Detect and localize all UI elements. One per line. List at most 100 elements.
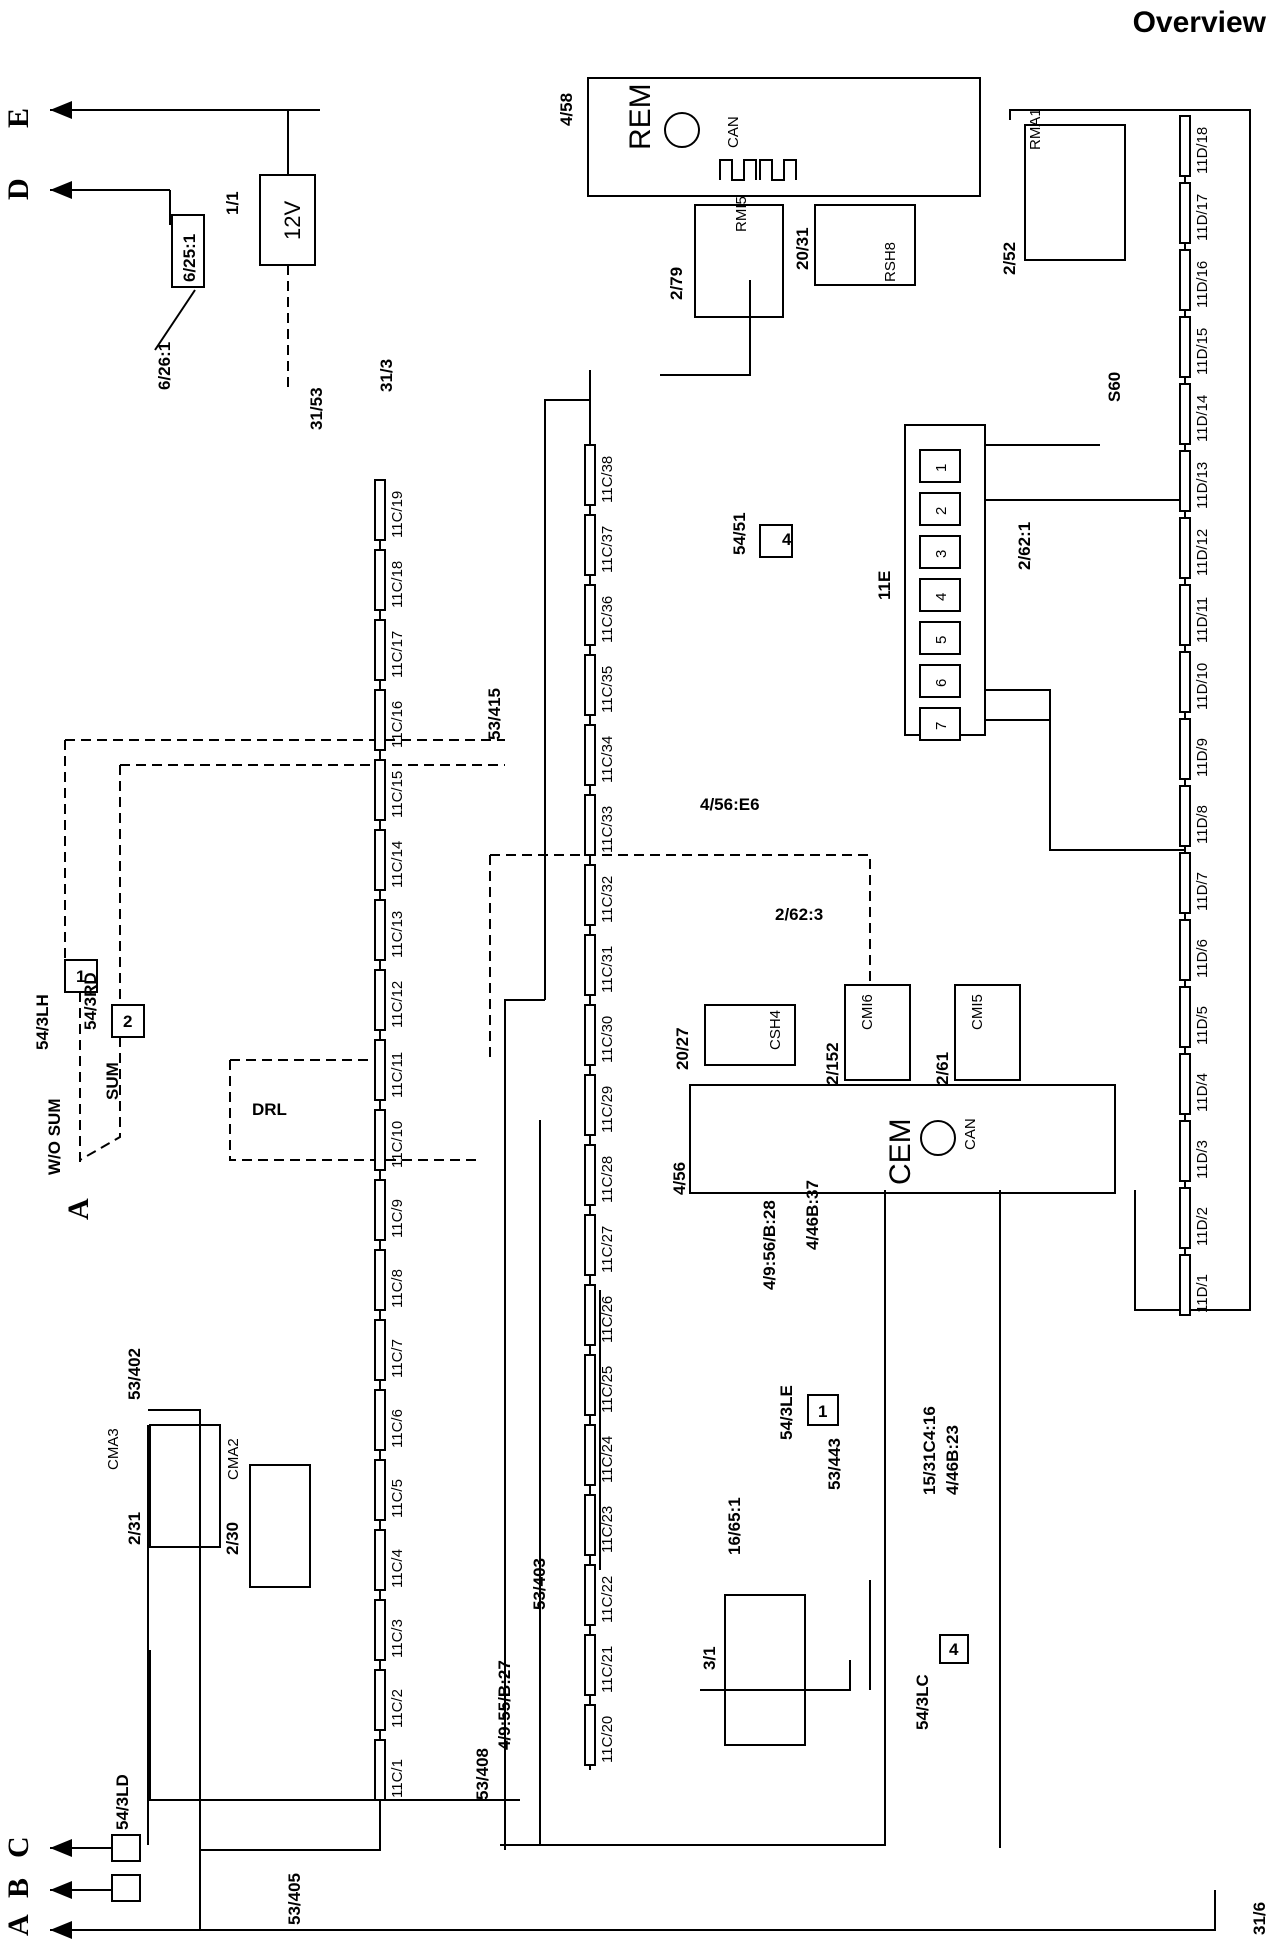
side-connector-A[interactable]: A [2, 1914, 300, 1939]
svg-text:CMI6: CMI6 [859, 994, 876, 1030]
svg-text:2/31: 2/31 [125, 1512, 144, 1545]
fuse-11d-1: 11D/1 [1179, 1254, 1211, 1316]
fuse-11c-26-label: 11C/26 [599, 1296, 616, 1343]
fuse-11d-13-label: 11D/13 [1194, 462, 1211, 509]
ref-15-31: 15/31C4:16 [920, 1406, 939, 1495]
svg-text:2/152: 2/152 [823, 1042, 842, 1085]
fuse-11e-3-label: 3 [933, 550, 950, 558]
fuse-11e-6-label: 6 [933, 679, 950, 687]
svg-text:REM: REM [624, 83, 657, 150]
svg-text:1: 1 [818, 1402, 827, 1421]
fuse-11c-10: 11C/10 [374, 1109, 406, 1171]
fuse-11c-36: 11C/36 [584, 584, 616, 646]
ref-6-25: 6/25:1 [180, 234, 199, 282]
fuse-11d-13: 11D/13 [1179, 450, 1211, 512]
fuse-11c-14: 11C/14 [374, 829, 406, 891]
connector-54-3lh [64, 959, 98, 993]
ref-2-62-3: 2/62:3 [775, 905, 823, 924]
ref-16-65: 16/65:1 [725, 1497, 744, 1555]
fuse-11c-1: 11C/1 [374, 1739, 406, 1801]
fuse-11c-3: 11C/3 [374, 1599, 406, 1661]
ref-54-51: 54/51 [730, 512, 749, 555]
svg-text:CAN: CAN [962, 1118, 979, 1150]
fuse-11c-23-label: 11C/23 [599, 1506, 616, 1553]
fuse-11c-30: 11C/30 [584, 1004, 616, 1066]
fuse-11e-4-label: 4 [933, 593, 950, 601]
svg-text:1/1: 1/1 [223, 191, 242, 215]
svg-text:RSH8: RSH8 [882, 242, 899, 282]
connector-54-51 [759, 524, 793, 558]
fuse-11e-6: 6 [919, 664, 961, 698]
fuse-11c-33: 11C/33 [584, 794, 616, 856]
fuse-11c-31: 11C/31 [584, 934, 616, 996]
ref-4-46-b37: 4/46B:37 [803, 1180, 822, 1250]
rem-module: 4/58 REM CAN [557, 77, 981, 197]
fuse-11c-20: 11C/20 [584, 1704, 616, 1766]
svg-text:B: B [2, 1878, 35, 1898]
battery: 1/1 12V [223, 110, 316, 266]
svg-text:CMA2: CMA2 [225, 1438, 242, 1480]
fuse-11e-1: 1 [919, 449, 961, 483]
fuse-11c-7: 11C/7 [374, 1319, 406, 1381]
side-connector-D[interactable]: D [2, 178, 170, 200]
ref-53-405: 53/405 [285, 1873, 304, 1925]
fuse-11c-1-label: 11C/1 [389, 1759, 406, 1798]
fuse-11c-25: 11C/25 [584, 1354, 616, 1416]
svg-text:4/56: 4/56 [670, 1162, 689, 1195]
fuse-11c-17-label: 11C/17 [389, 631, 406, 678]
ref-6-26: 6/26:1 [155, 342, 174, 390]
svg-text:1: 1 [76, 967, 85, 986]
fuse-11c-12-label: 11C/12 [389, 981, 406, 1028]
fuse-11c-4-label: 11C/4 [389, 1549, 406, 1588]
fuse-11d-8-label: 11D/8 [1194, 805, 1211, 844]
relay-rsh8: 20/31 RSH8 [793, 204, 916, 286]
svg-text:2: 2 [123, 1012, 132, 1031]
svg-text:2/52: 2/52 [1000, 242, 1019, 275]
fuse-11d-14-label: 11D/14 [1194, 395, 1211, 442]
connector-54-3le [807, 1394, 839, 1426]
fuse-11d-6: 11D/6 [1179, 919, 1211, 981]
fuse-11c-29-label: 11C/29 [599, 1086, 616, 1133]
fuse-11c-34-label: 11C/34 [599, 736, 616, 783]
side-connector-B[interactable]: B [2, 1878, 112, 1899]
ref-4-56-e6: 4/56:E6 [700, 795, 760, 814]
ref-s60: S60 [1105, 372, 1124, 402]
fuse-11c-18-label: 11C/18 [389, 561, 406, 608]
svg-text:2/79: 2/79 [667, 267, 686, 300]
fuse-11d-17-label: 11D/17 [1194, 194, 1211, 241]
ground-31-53: 31/53 [307, 387, 326, 430]
fuse-11c-23: 11C/23 [584, 1494, 616, 1556]
svg-text:C: C [2, 1836, 35, 1858]
fuse-11c-35-label: 11C/35 [599, 666, 616, 713]
fuse-11d-11: 11D/11 [1179, 584, 1211, 646]
fuse-11d-1-label: 11D/1 [1194, 1274, 1211, 1313]
fuse-11c-27: 11C/27 [584, 1214, 616, 1276]
svg-text:RMA1: RMA1 [1027, 108, 1044, 150]
fuse-11c-6-label: 11C/6 [389, 1409, 406, 1448]
svg-text:4: 4 [782, 530, 792, 549]
ref-54-3ld: 54/3LD [113, 1774, 132, 1830]
fuse-11d-9-label: 11D/9 [1194, 738, 1211, 777]
fuse-11c-6: 11C/6 [374, 1389, 406, 1451]
svg-text:2/30: 2/30 [223, 1522, 242, 1555]
fuse-11e-5: 5 [919, 621, 961, 655]
fuse-11c-38-label: 11C/38 [599, 456, 616, 503]
relay-cma3: 2/31 CMA3 [105, 1424, 221, 1548]
fuse-11d-7-label: 11D/7 [1194, 872, 1211, 911]
fuse-11d-9: 11D/9 [1179, 718, 1211, 780]
ref-4-9-56: 4/9:56/B:28 [760, 1200, 779, 1290]
fuse-11c-10-label: 11C/10 [389, 1121, 406, 1168]
fuse-11d-2-label: 11D/2 [1194, 1207, 1211, 1246]
fuse-11c-32: 11C/32 [584, 864, 616, 926]
fuse-11c-22: 11C/22 [584, 1564, 616, 1626]
svg-text:3/1: 3/1 [700, 1646, 719, 1670]
side-connector-E[interactable]: E [2, 101, 320, 128]
svg-text:4: 4 [949, 1640, 959, 1659]
ground-31-3: 31/3 [377, 359, 396, 392]
fuse-11d-12-label: 11D/12 [1194, 529, 1211, 576]
svg-text:11E: 11E [875, 571, 894, 600]
side-connector-C[interactable]: C [2, 1836, 112, 1858]
fuse-11c-5: 11C/5 [374, 1459, 406, 1521]
fuse-11c-11-label: 11C/11 [389, 1052, 406, 1098]
